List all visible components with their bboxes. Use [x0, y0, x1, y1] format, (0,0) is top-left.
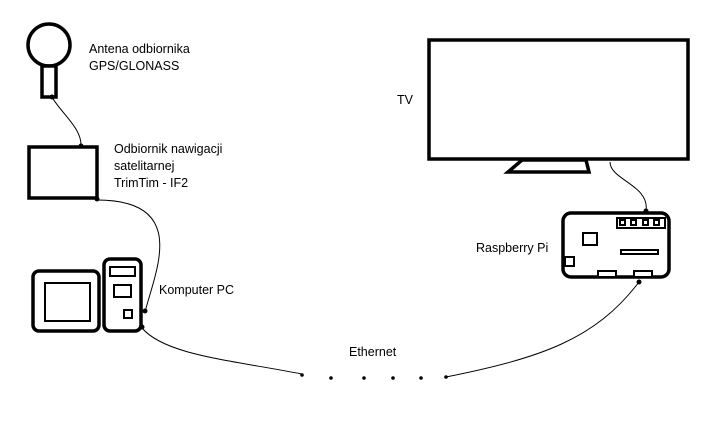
connector-dot [142, 308, 148, 314]
connector-dot [94, 196, 100, 202]
rpi-ethernet-cable [445, 281, 640, 378]
tv-rpi-cable [609, 161, 647, 212]
receiver-pc-cable [96, 199, 161, 313]
raspberry-pi-label: Raspberry Pi [476, 241, 549, 255]
connector-dot [78, 143, 84, 149]
ethernet-dotted-gap [300, 373, 448, 380]
pc-ethernet-cable [141, 327, 303, 375]
gps-antenna [26, 22, 72, 99]
connector-dot [636, 279, 642, 285]
connector-dot [49, 94, 55, 100]
antenna-label: Antena odbiornika GPS/GLONASS [89, 41, 190, 75]
antenna-label-line2: GPS/GLONASS [89, 59, 180, 73]
pc-label: Komputer PC [159, 283, 235, 297]
connector-dot [643, 208, 649, 214]
receiver-label-line2: satelitarnej [114, 159, 175, 173]
ethernet-label: Ethernet [349, 345, 397, 359]
receiver-label-line3: TrimTim - IF2 [114, 176, 189, 190]
receiver-label: Odbiornik nawigacji satelitarnej TrimTim… [114, 141, 222, 192]
antenna-label-line1: Antena odbiornika [89, 42, 190, 56]
gnss-receiver-box [27, 145, 99, 200]
antenna-receiver-cable [51, 96, 82, 147]
tv-label: TV [397, 93, 413, 107]
raspberry-pi [561, 211, 671, 279]
pc-tower [102, 257, 143, 333]
connector-dot [139, 324, 145, 330]
tv [427, 38, 690, 174]
pc-monitor [31, 269, 101, 333]
receiver-label-line1: Odbiornik nawigacji [114, 142, 223, 156]
